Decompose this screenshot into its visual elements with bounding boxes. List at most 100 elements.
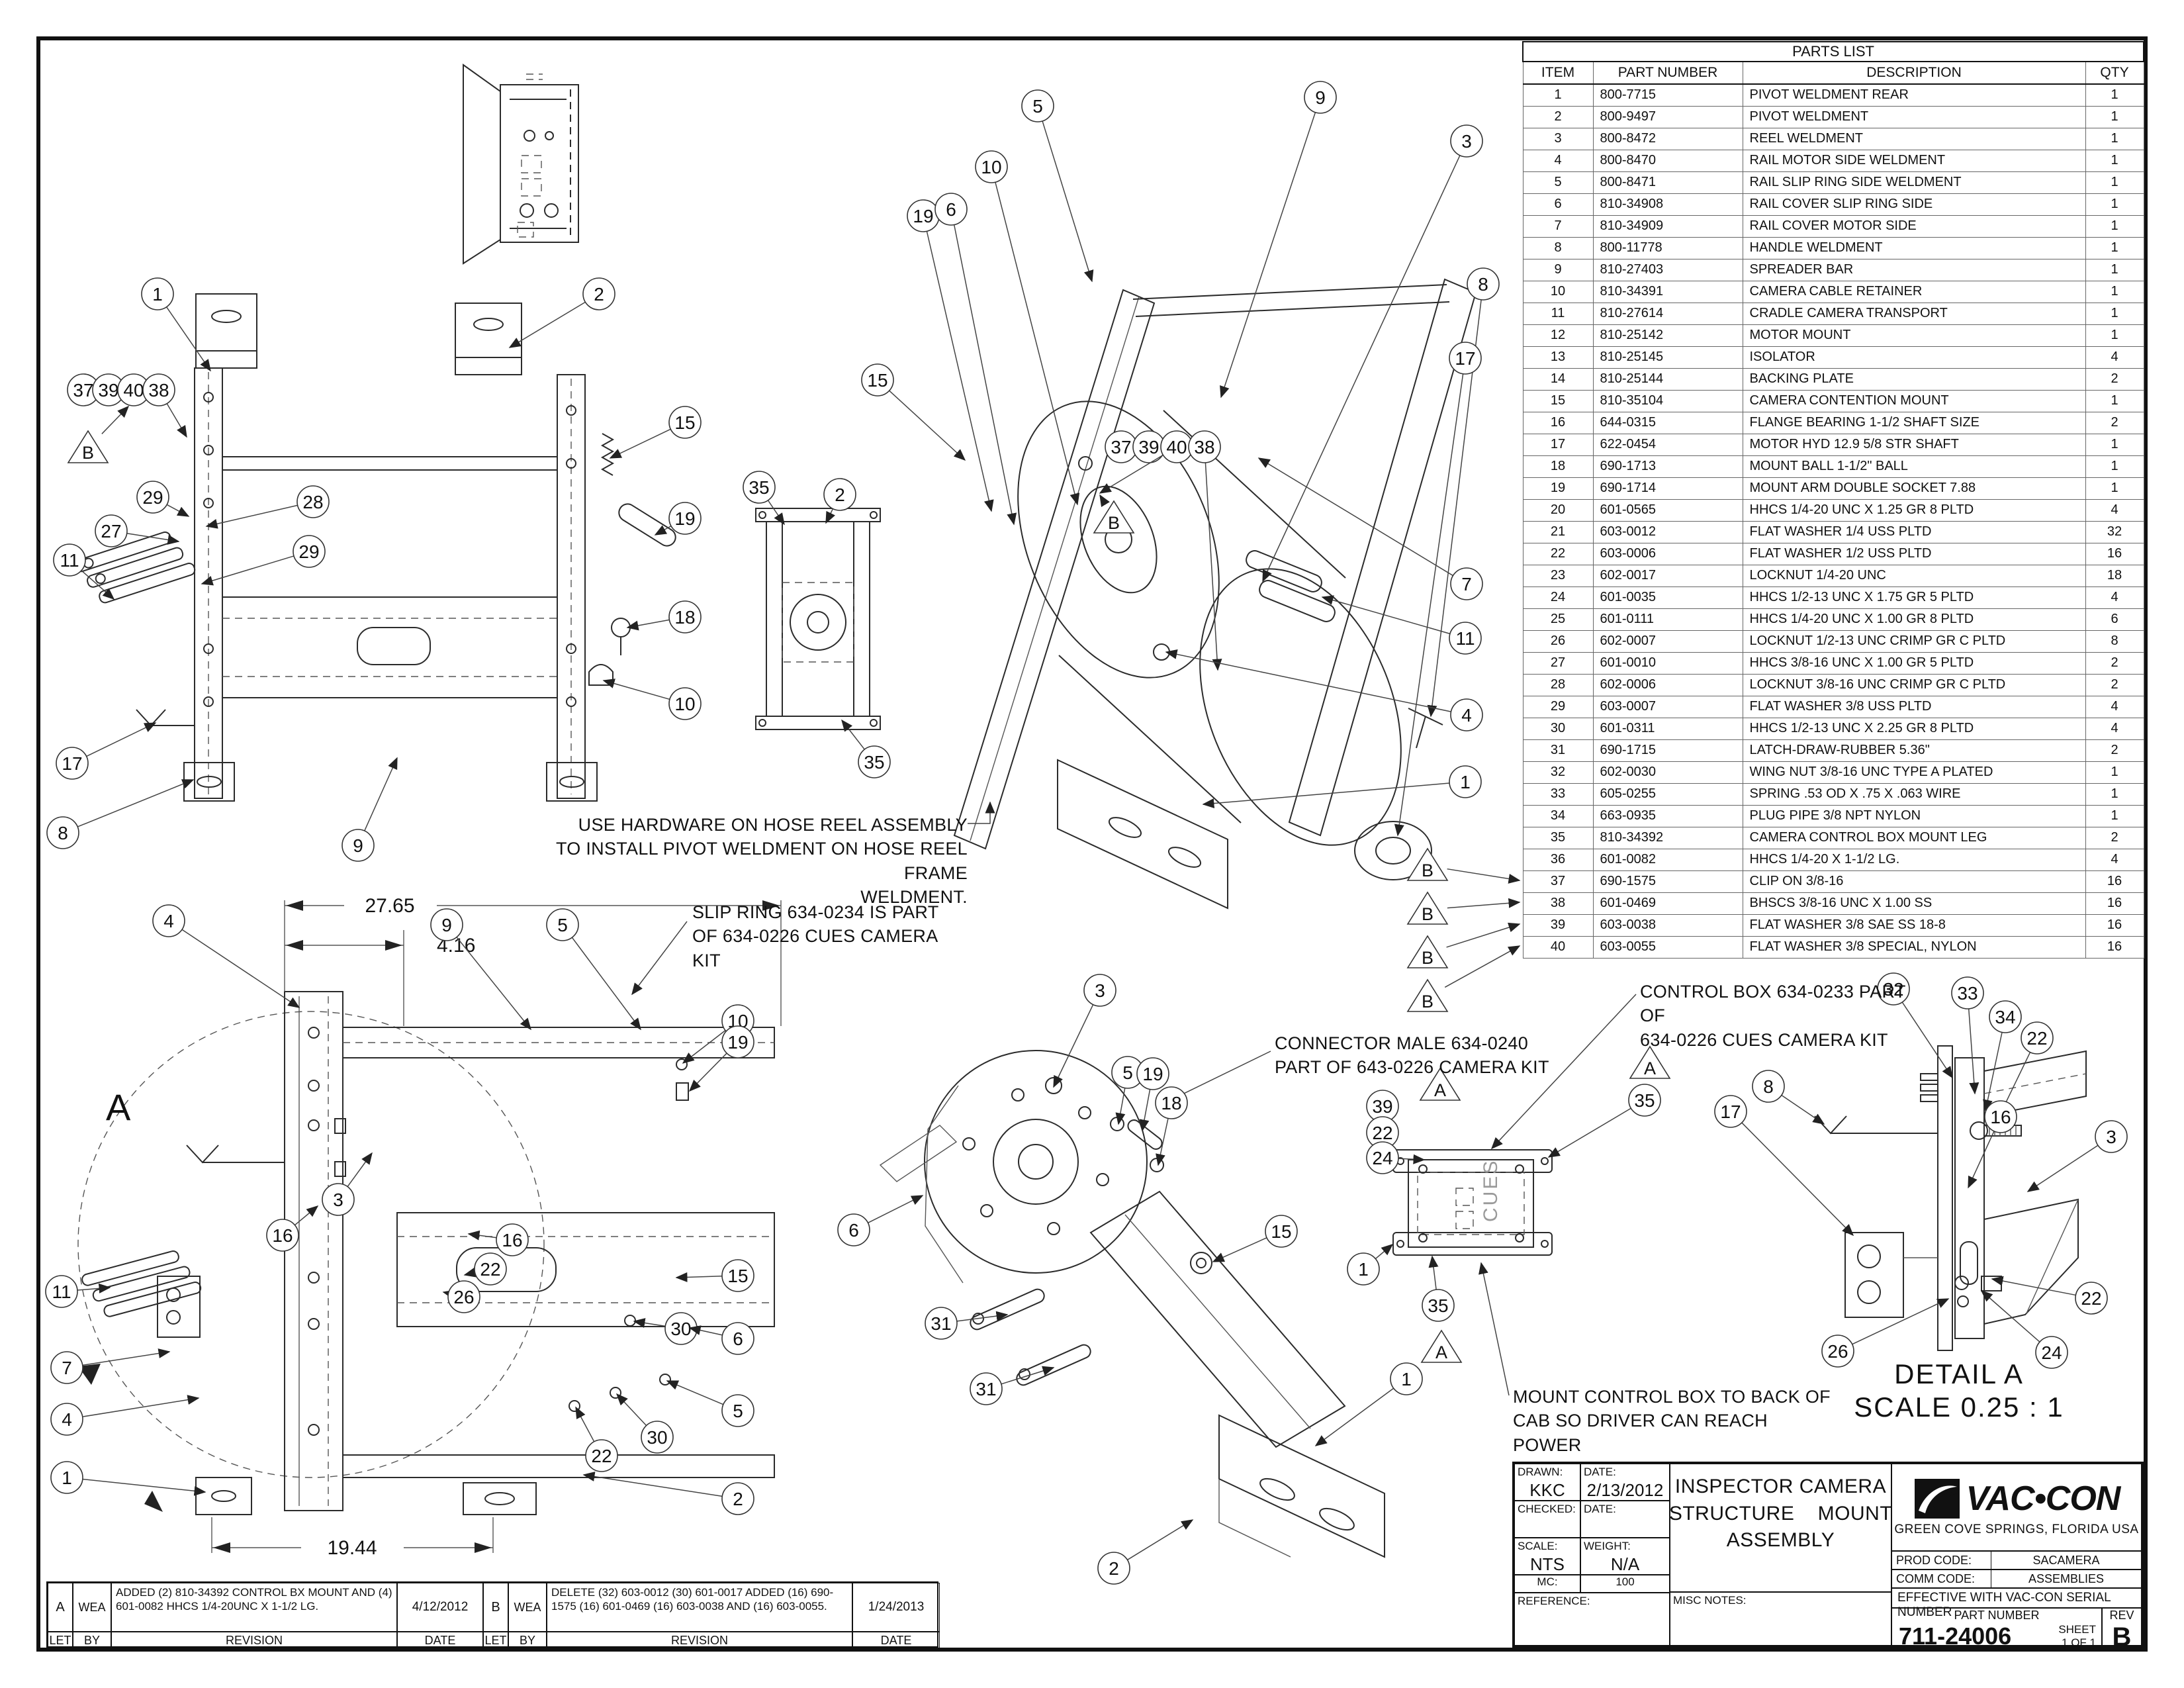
rev-header-by2: BY <box>508 1632 547 1649</box>
col-item: ITEM <box>1522 61 1594 85</box>
view-detail-a <box>1814 1045 2087 1351</box>
svg-text:15: 15 <box>727 1266 748 1286</box>
balloon-callout: 22 <box>2075 1282 2108 1315</box>
revision-flag-triangle: A <box>1419 1067 1461 1101</box>
balloon-callout: 27 <box>95 514 128 547</box>
balloon-callout: 35 <box>858 745 891 778</box>
svg-text:6: 6 <box>848 1220 859 1241</box>
rev-b-let: B <box>483 1583 508 1632</box>
balloon-callout: 30 <box>641 1421 674 1454</box>
svg-text:11: 11 <box>1455 628 1475 649</box>
view-side-dimensioned: 27.65 4.16 19.44 A <box>77 895 782 1559</box>
svg-text:5: 5 <box>1032 96 1043 117</box>
mc-label: MC: <box>1537 1575 1558 1588</box>
cues-logo-text: CUES <box>1480 1159 1502 1222</box>
svg-text:2: 2 <box>594 284 604 305</box>
svg-text:19: 19 <box>913 206 933 226</box>
balloon-callout: 19 <box>1136 1057 1169 1090</box>
svg-text:24: 24 <box>1372 1148 1392 1168</box>
svg-text:4: 4 <box>1461 705 1472 726</box>
rev-a-text: ADDED (2) 810-34392 CONTROL BX MOUNT AND… <box>111 1583 397 1632</box>
company-city: GREEN COVE SPRINGS, FLORIDA USA <box>1894 1523 2139 1536</box>
balloon-callout: 4 <box>50 1403 83 1436</box>
svg-text:22: 22 <box>480 1259 500 1280</box>
balloon-callout: 11 <box>45 1275 78 1308</box>
svg-text:27: 27 <box>101 521 121 541</box>
svg-text:4: 4 <box>62 1409 72 1430</box>
balloon-callout: 24 <box>1366 1141 1399 1174</box>
balloon-callout: 39 <box>1132 430 1165 463</box>
svg-text:10: 10 <box>674 694 695 714</box>
svg-text:3: 3 <box>1095 980 1105 1001</box>
balloon-callout: 5 <box>721 1394 754 1427</box>
balloon-callout: 8 <box>1467 267 1500 301</box>
balloon-callout: 1 <box>1390 1362 1423 1395</box>
vaccon-logo-icon <box>1914 1479 1960 1519</box>
rev-label: REV <box>2109 1609 2134 1622</box>
revision-flag-triangle: B <box>1406 978 1449 1012</box>
svg-text:32: 32 <box>1883 979 1903 1000</box>
balloon-callout: 16 <box>1984 1100 2017 1133</box>
rev-b-text: DELETE (32) 603-0012 (30) 601-0017 ADDED… <box>547 1583 852 1632</box>
balloon-callout: 38 <box>1188 430 1221 463</box>
balloon-callout: 29 <box>136 481 169 514</box>
balloon-callout: 7 <box>50 1351 83 1384</box>
balloon-callout: 6 <box>837 1213 870 1246</box>
note-hose-reel: USE HARDWARE ON HOSE REEL ASSEMBLY TO IN… <box>555 815 968 908</box>
revision-flag-triangle: A <box>1629 1045 1671 1079</box>
balloon-callout: 15 <box>861 363 894 397</box>
balloon-callout: 33 <box>1951 976 1984 1009</box>
revision-flag-triangle: B <box>1406 891 1449 925</box>
svg-text:A: A <box>1435 1342 1447 1362</box>
balloon-callout: 39 <box>92 373 125 406</box>
svg-text:B: B <box>1422 992 1433 1011</box>
balloon-callout: 40 <box>117 373 150 406</box>
part-number-label: PART NUMBER <box>1954 1609 2040 1622</box>
balloon-callout: 1 <box>50 1461 83 1494</box>
scale-label: SCALE: <box>1518 1540 1558 1552</box>
detail-a-scale: SCALE 0.25 : 1 <box>1854 1391 2064 1423</box>
balloon-callout: 1 <box>1347 1252 1380 1286</box>
svg-text:B: B <box>82 443 94 463</box>
balloon-callout: 28 <box>296 485 330 518</box>
rev-header-revision2: REVISION <box>547 1632 852 1649</box>
balloon-callout: 17 <box>1449 342 1482 375</box>
col-part-number: PART NUMBER <box>1592 61 1743 85</box>
balloon-callout: 16 <box>496 1223 529 1256</box>
svg-text:15: 15 <box>674 412 695 433</box>
svg-text:7: 7 <box>62 1358 72 1378</box>
sheet-number: SHEET 1 OF 1 <box>2058 1623 2096 1649</box>
svg-text:22: 22 <box>1372 1123 1392 1143</box>
title-block: DRAWN:KKC DATE:2/13/2012 CHECKED: DATE: … <box>1512 1462 2144 1652</box>
note-connector: CONNECTOR MALE 634-0240 PART OF 643-0226… <box>1275 1033 1549 1078</box>
svg-text:8: 8 <box>1478 274 1488 295</box>
note-slip-ring: SLIP RING 634-0234 IS PART OF 634-0226 C… <box>692 902 939 970</box>
svg-text:4: 4 <box>163 911 174 931</box>
svg-text:39: 39 <box>98 380 118 400</box>
svg-text:1: 1 <box>1401 1369 1412 1389</box>
svg-text:16: 16 <box>502 1230 522 1250</box>
svg-text:33: 33 <box>1957 983 1978 1004</box>
sheet-border <box>36 36 2148 1652</box>
balloon-callout: 22 <box>474 1252 507 1286</box>
vaccon-logo-text: VAC•CON <box>1966 1479 2121 1518</box>
view-control-box: CUES <box>1392 1149 1553 1256</box>
